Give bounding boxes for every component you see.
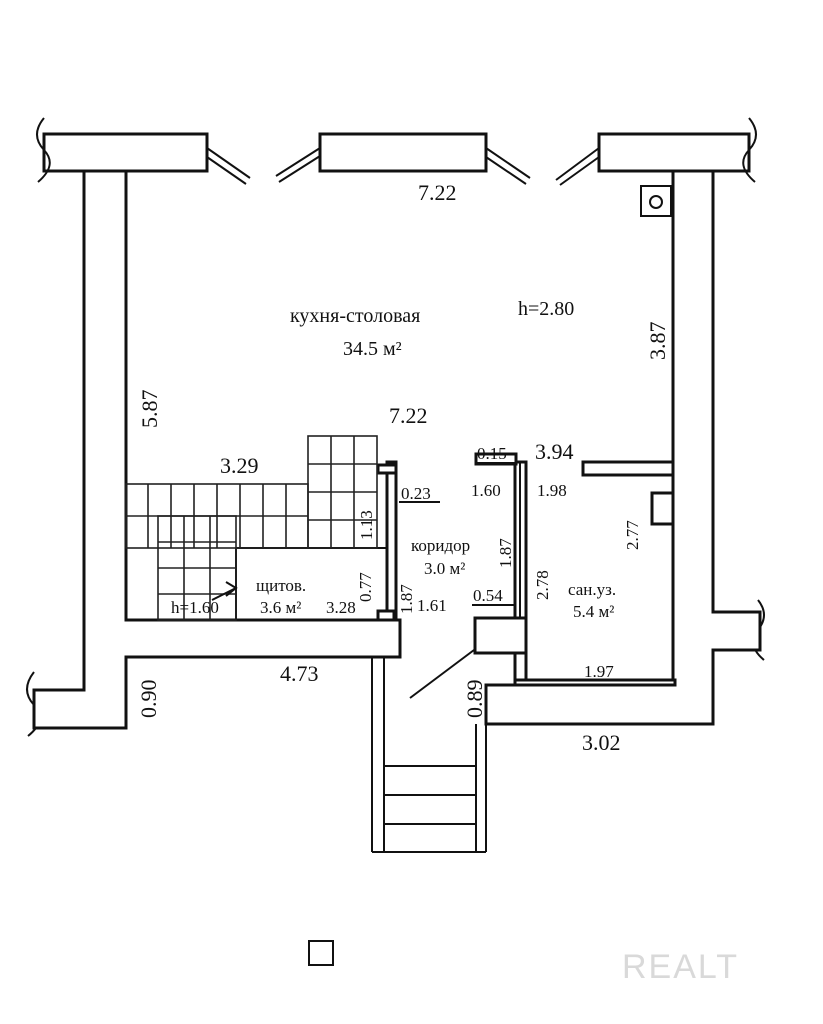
watermark-logo: REALT: [622, 948, 739, 986]
dim-bath-height: 2.77: [623, 520, 642, 550]
corridor-area: 3.0 м²: [424, 559, 465, 578]
corridor-name: коридор: [411, 536, 470, 555]
legend-square: [308, 940, 334, 966]
entry-door: [409, 649, 475, 699]
dim-bottom-left-width: 4.73: [280, 661, 319, 686]
dim-stair-depth: 1.13: [357, 510, 376, 540]
panel-name: щитов.: [256, 576, 306, 595]
top-walls: [42, 132, 751, 173]
dim-stair-width: 3.29: [220, 453, 259, 478]
kitchen-area: 34.5 м²: [343, 338, 402, 360]
wall-top-middle: [318, 132, 488, 173]
dim-mid-width: 7.22: [389, 403, 428, 428]
dim-left-height: 5.87: [137, 390, 162, 429]
panel-wall-top-stub: [376, 463, 398, 475]
panel-area: 3.6 м²: [260, 598, 301, 617]
kitchen-name: кухня-столовая: [290, 305, 420, 327]
window-middle-right-sash: [485, 147, 531, 185]
dim-panel-height: 0.77: [356, 572, 375, 602]
dim-corr-bottom: 1.61: [417, 596, 447, 615]
wall-left: [32, 169, 402, 730]
dim-bath-top: 3.94: [535, 439, 574, 464]
exterior-stairs: [371, 657, 487, 853]
panel-small-box: [376, 609, 396, 622]
panel-wall-right: [385, 460, 398, 622]
bath-name: сан.уз.: [568, 580, 616, 599]
bath-wall-bottom-left: [473, 616, 528, 655]
wall-top-right: [597, 132, 751, 173]
dim-corr-top: 0.15: [477, 444, 507, 463]
kitchen-height: h=2.80: [518, 298, 574, 320]
bath-wall-top-stub: [581, 460, 675, 477]
dim-panel-width: 3.28: [326, 598, 356, 617]
bath-vent: [650, 491, 675, 526]
dim-right-height: 3.87: [645, 322, 670, 361]
window-right-sash: [555, 147, 600, 186]
stair-arrow-icon: [211, 581, 238, 601]
dim-stair-small: 0.23: [401, 484, 431, 503]
meter-icon: [640, 185, 672, 217]
dim-top-width: 7.22: [418, 180, 457, 205]
window-left-sash: [206, 147, 251, 185]
window-middle-left-sash: [275, 147, 321, 183]
interior-stairs: [125, 435, 378, 621]
dim-corr-len: 1.87: [496, 538, 515, 568]
bathroom-walls: [473, 460, 677, 687]
bath-area: 5.4 м²: [573, 602, 614, 621]
panel-height: h=1.60: [171, 598, 219, 617]
dim-bottom-left-height: 0.90: [136, 680, 161, 719]
windows: [206, 147, 600, 186]
dim-bath-inner: 1.98: [537, 481, 567, 500]
dim-bath-left: 2.78: [533, 570, 552, 600]
wall-top-left: [42, 132, 209, 173]
dim-corr-left: 1.87: [397, 584, 416, 614]
dim-bath-bottom: 1.97: [584, 662, 614, 681]
dim-entry-width: 0.89: [462, 680, 487, 719]
bath-wall-inner-bottom: [513, 678, 677, 687]
dim-door-small: 0.54: [473, 586, 503, 605]
dim-bottom-right-width: 3.02: [582, 730, 621, 755]
dim-corr-width: 1.60: [471, 481, 501, 500]
